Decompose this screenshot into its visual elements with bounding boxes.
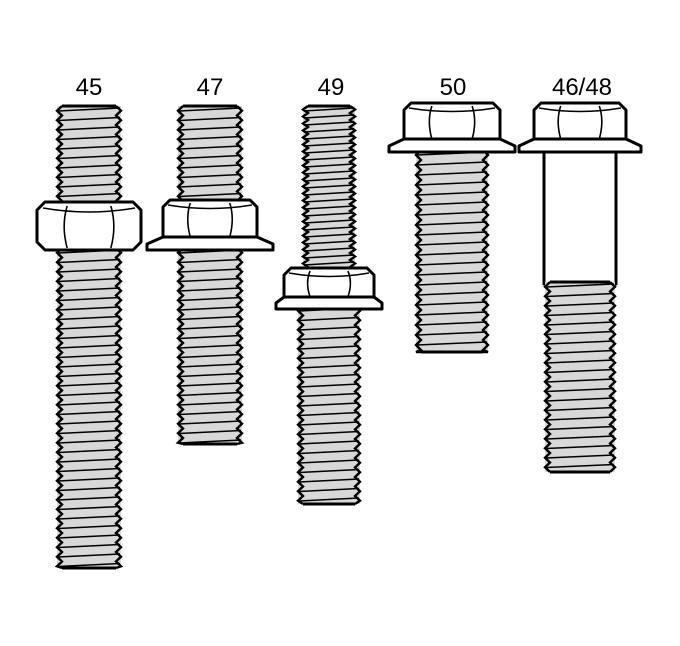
stud-49-lower-thread [296, 304, 362, 506]
stud-49-upper-thread [298, 104, 360, 272]
bolt-head-46-48-facets [557, 105, 603, 140]
bolt-head-46-48-crown [538, 107, 622, 113]
stud-47-lower-thread-flank-right [235, 247, 245, 446]
stud-47-lower-thread [175, 246, 245, 446]
flange-nut-49-facets [306, 270, 352, 298]
stud-45-upper-thread-crests [57, 107, 121, 198]
hex-nut-45-outline [35, 200, 143, 252]
stud-45-upper-thread-body [57, 106, 121, 204]
flange-nut-49-crown [288, 272, 370, 278]
stud-47-upper-thread-crests [178, 107, 242, 198]
stud-49-lower-thread-flank-left [296, 305, 305, 506]
bolt-head-50-flange [387, 137, 517, 154]
bolt-head-46-48 [517, 101, 643, 154]
flange-nut-47-facets [186, 202, 234, 238]
stud-49-upper-thread-flank-left [298, 105, 311, 272]
stud-45-upper-thread-flank-right [114, 105, 126, 206]
bolt-46-48-shoulder [542, 148, 618, 286]
stud-49-upper-thread-flank-right [347, 105, 360, 272]
bolt-head-50-crown [408, 107, 496, 113]
bolt-head-50 [387, 101, 517, 154]
bolt-50-thread-flank-left [414, 149, 424, 354]
stud-47-upper-thread-flank-left [173, 105, 185, 206]
hex-nut-45 [35, 200, 143, 252]
flange-nut-47 [145, 198, 275, 252]
bolt-head-46-48-flange [517, 137, 643, 154]
label-47: 47 [197, 74, 224, 101]
bolt-head-50-facets [428, 105, 476, 140]
stud-45-upper-thread [52, 104, 126, 206]
stud-49-upper-thread-crests [303, 107, 355, 266]
bolt-46-48-thread-crests [545, 283, 615, 469]
flange-nut-47-flange [145, 235, 275, 252]
stud-49-lower-thread-flank-right [353, 305, 362, 506]
stud-45-lower-thread [54, 246, 124, 570]
stud-45-upper-thread-flank-left [52, 105, 64, 206]
bolt-head-50-hex [402, 101, 502, 141]
stud-45-lower-thread-flank-left [54, 247, 64, 570]
bolt-50-thread-flank-right [480, 149, 490, 354]
stud-45-lower-thread-body [57, 248, 121, 568]
hex-nut-45-facets [63, 205, 115, 249]
bolt-46-48-thread-body [545, 282, 615, 472]
stud-47-lower-thread-flank-left [175, 247, 185, 446]
bolt-46-48-thread-flank-left [543, 281, 552, 473]
bolt-46-48-shoulder-body [542, 148, 618, 286]
flange-nut-49-hex [282, 266, 376, 299]
hex-nut-45-crown [42, 207, 136, 213]
stud-47-upper-thread [173, 104, 247, 206]
flange-nut-49-flange [274, 295, 384, 311]
bolt-46-48-thread-flank-right [608, 281, 617, 473]
flange-nut-49 [274, 266, 384, 311]
stud-45-lower-thread-flank-right [114, 247, 124, 570]
bolt-46-48-thread [543, 280, 617, 474]
bolt-head-46-48-hex [532, 101, 628, 141]
label-45: 45 [76, 74, 103, 101]
label-50: 50 [440, 74, 467, 101]
stud-47-upper-thread-body [178, 106, 242, 204]
stud-47-upper-thread-flank-right [235, 105, 247, 206]
flange-nut-47-crown [167, 204, 253, 210]
bolt-50-thread [414, 148, 490, 354]
fastener-parts [35, 101, 643, 570]
label-49: 49 [318, 74, 345, 101]
label-46-48: 46/48 [552, 74, 612, 101]
